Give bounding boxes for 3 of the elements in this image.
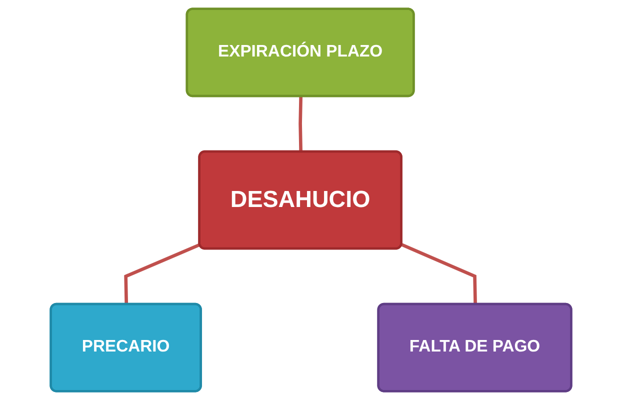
- connector: [298, 96, 303, 152]
- connector: [401, 243, 477, 305]
- connector: [124, 243, 201, 305]
